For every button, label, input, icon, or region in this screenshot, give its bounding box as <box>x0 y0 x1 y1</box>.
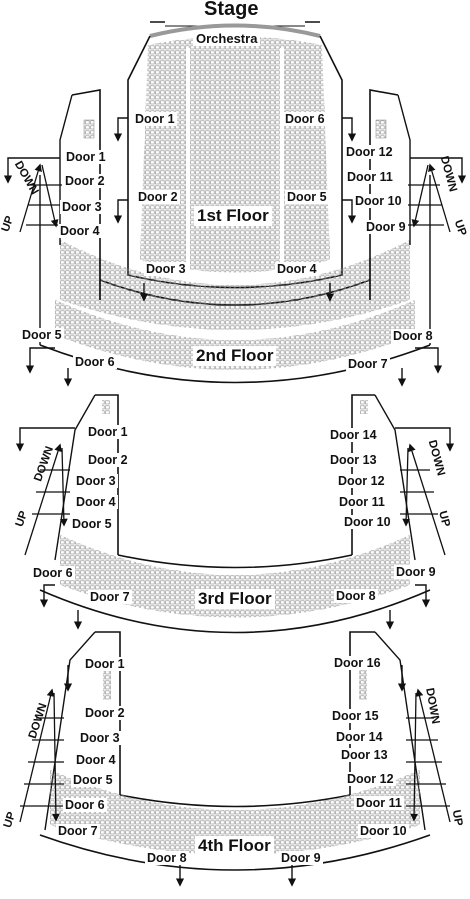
f1-door-3: Door 3 <box>60 200 104 214</box>
f2-door-5: Door 5 <box>20 328 64 342</box>
f4-door-13: Door 13 <box>339 748 390 762</box>
f3-door-8: Door 8 <box>334 589 378 603</box>
f3-door-14: Door 14 <box>328 428 379 442</box>
f4-door-6: Door 6 <box>63 798 107 812</box>
f2-door-7: Door 7 <box>346 357 390 371</box>
stage-edge <box>149 23 321 38</box>
f3-door-11: Door 11 <box>337 495 387 509</box>
f1-door-11: Door 11 <box>345 170 395 184</box>
f3-door-12: Door 12 <box>336 474 387 488</box>
f4-door-10: Door 10 <box>358 824 409 838</box>
third-floor-stairs <box>24 443 446 556</box>
f1-door-9: Door 9 <box>364 220 408 234</box>
stage-title: Stage <box>204 0 259 20</box>
first-floor-stairs <box>19 163 451 233</box>
f4-up-right: UP <box>449 809 465 827</box>
first-floor-arrows <box>3 117 467 302</box>
f4-door-5: Door 5 <box>71 773 115 787</box>
f3-door-6: Door 6 <box>31 566 75 580</box>
f4-door-15: Door 15 <box>330 709 381 723</box>
f4-door-11: Door 11 <box>354 796 404 810</box>
orchestra-label: Orchestra <box>193 31 261 46</box>
f4-door-3: Door 3 <box>78 731 122 745</box>
f1-door-12: Door 12 <box>344 145 395 159</box>
f1-door-1b: Door 1 <box>133 112 177 126</box>
f1-door-4: Door 4 <box>58 224 102 238</box>
f4-door-9: Door 9 <box>279 851 323 865</box>
f1-door-2b: Door 2 <box>136 190 180 204</box>
first-floor-title: 1st Floor <box>194 206 272 226</box>
f4-door-4: Door 4 <box>74 753 118 767</box>
f4-door-14: Door 14 <box>334 730 385 744</box>
f1-door-1: Door 1 <box>64 150 108 164</box>
fourth-floor-arrows <box>63 665 407 887</box>
f2-door-8: Door 8 <box>391 329 435 343</box>
f3-door-10: Door 10 <box>342 515 393 529</box>
f1-door-6: Door 6 <box>283 112 327 126</box>
third-floor-arrows <box>15 427 455 630</box>
f3-door-13: Door 13 <box>328 453 379 467</box>
fourth-floor-stairs <box>19 688 451 823</box>
f3-door-1: Door 1 <box>86 425 130 439</box>
f2-door-6: Door 6 <box>73 355 117 369</box>
f4-door-12: Door 12 <box>345 772 396 786</box>
f3-door-5: Door 5 <box>70 517 114 531</box>
third-floor-title: 3rd Floor <box>195 589 275 609</box>
f4-door-1: Door 1 <box>83 657 127 671</box>
second-floor-title: 2nd Floor <box>193 346 277 366</box>
f3-door-3: Door 3 <box>74 474 118 488</box>
third-floor-section <box>39 394 431 634</box>
f1-door-5: Door 5 <box>285 190 329 204</box>
fourth-floor-title: 4th Floor <box>195 836 274 856</box>
f3-door-9: Door 9 <box>394 565 438 579</box>
f4-door-2: Door 2 <box>83 706 127 720</box>
f3-door-2: Door 2 <box>86 453 130 467</box>
f1-door-10: Door 10 <box>353 194 404 208</box>
f4-door-7: Door 7 <box>56 824 100 838</box>
f4-door-16: Door 16 <box>332 656 383 670</box>
f1-door-2: Door 2 <box>63 174 107 188</box>
f1-door-3b: Door 3 <box>144 262 188 276</box>
f1-door-4b: Door 4 <box>275 262 319 276</box>
f3-door-7: Door 7 <box>88 590 132 604</box>
f4-door-8: Door 8 <box>145 851 189 865</box>
f3-door-4: Door 4 <box>74 495 118 509</box>
second-floor-arrows <box>25 347 443 387</box>
